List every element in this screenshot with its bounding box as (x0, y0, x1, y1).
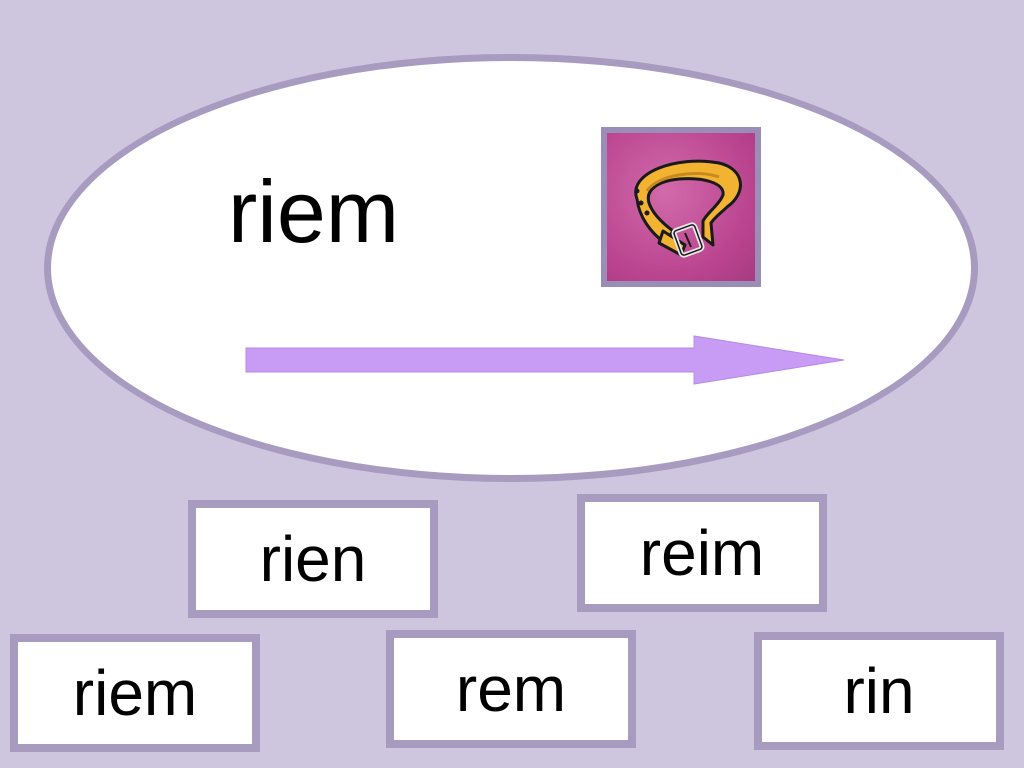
belt-picture (601, 127, 761, 287)
belt-icon (634, 159, 742, 258)
choice-label: reim (639, 517, 765, 589)
target-word: riem (228, 162, 400, 261)
choice-riem[interactable]: riem (10, 634, 260, 752)
choice-rem[interactable]: rem (386, 630, 636, 748)
choice-label: rem (455, 653, 567, 725)
choice-reim[interactable]: reim (577, 494, 827, 612)
prompt-bubble (44, 54, 978, 482)
choice-label: rien (259, 523, 367, 595)
choice-label: riem (72, 657, 198, 729)
right-arrow-icon (245, 335, 845, 385)
choice-rien[interactable]: rien (188, 500, 438, 618)
reading-direction-arrow (244, 334, 848, 386)
choice-label: rin (843, 655, 915, 727)
choice-rin[interactable]: rin (754, 632, 1004, 750)
